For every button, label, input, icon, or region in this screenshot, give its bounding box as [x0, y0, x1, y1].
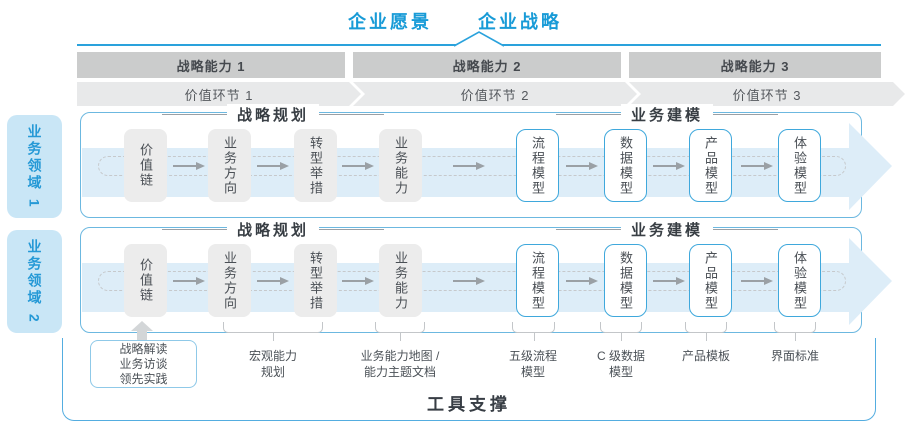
right-arrow-icon: [342, 277, 374, 285]
node-product-model: 产品模型: [689, 129, 732, 202]
intake-line: 业务访谈: [119, 356, 168, 371]
swimlane-domain-2: 价值链 业务方向 转型举措 业务能力 流程模型 数据模型 产品模型 体验模型 战…: [80, 219, 892, 333]
right-arrow-icon: [653, 277, 685, 285]
header-line: [319, 114, 385, 115]
right-arrow-icon: [653, 162, 685, 170]
right-arrow-icon: [173, 162, 205, 170]
dashed-placeholder-track: [98, 156, 846, 176]
bracket-ui-standard: [774, 322, 816, 341]
swimlane-domain-1: 价值链 业务方向 转型举措 业务能力 流程模型 数据模型 产品模型 体验模型 战…: [80, 104, 892, 218]
up-arrow-icon: [131, 321, 153, 331]
bracket-capability-map: [375, 322, 425, 341]
right-arrow-icon: [453, 277, 485, 285]
node-process-model: 流程模型: [516, 129, 559, 202]
value-link-chevron-3: 价值环节 3: [629, 82, 905, 106]
header-line: [161, 229, 227, 230]
intake-line: 领先实践: [119, 371, 168, 386]
node-business-capability: 业务能力: [379, 244, 422, 317]
domain-label-1: 业务领域 1: [7, 115, 62, 218]
header-line: [713, 114, 779, 115]
node-process-model: 流程模型: [516, 244, 559, 317]
dashed-placeholder-track: [98, 271, 846, 291]
right-arrow-icon: [566, 277, 598, 285]
tool-support-label: 工具支撑: [427, 395, 511, 414]
right-arrow-icon: [257, 162, 289, 170]
value-link-chevron-2: 价值环节 2: [353, 82, 637, 106]
caret-up-icon: [453, 31, 505, 47]
header-line: [161, 114, 227, 115]
footnote-capability-map: 业务能力地图 / 能力主题文档: [360, 349, 440, 379]
capability-bar-3: 战略能力 3: [629, 52, 881, 78]
bracket-process-model: [512, 322, 555, 341]
strategy-title: 企业战略: [478, 12, 562, 32]
footnote-macro-capability: 宏观能力 规划: [248, 349, 298, 379]
vision-title: 企业愿景: [348, 12, 432, 32]
footnote-process-model: 五级流程 模型: [508, 349, 558, 379]
capability-bar-1: 战略能力 1: [77, 52, 345, 78]
bracket-product-template: [685, 322, 727, 341]
node-business-direction: 业务方向: [208, 129, 251, 202]
tool-support-container: [62, 338, 876, 421]
bracket-macro-capability: [223, 322, 323, 341]
up-arrow-stem: [137, 330, 147, 341]
capability-bar-2: 战略能力 2: [353, 52, 621, 78]
header-line: [555, 229, 621, 230]
node-experience-model: 体验模型: [778, 244, 821, 317]
bracket-data-model: [600, 322, 642, 341]
node-business-capability: 业务能力: [379, 129, 422, 202]
node-experience-model: 体验模型: [778, 129, 821, 202]
right-arrow-icon: [741, 277, 773, 285]
header-line: [319, 229, 385, 230]
node-product-model: 产品模型: [689, 244, 732, 317]
footnote-data-model: C 级数据 模型: [596, 349, 646, 379]
right-arrow-icon: [342, 162, 374, 170]
strategy-inputs-box: 战略解读 业务访谈 领先实践: [90, 340, 197, 388]
right-arrow-icon: [453, 162, 485, 170]
modeling-section-header: 业务建模: [555, 104, 779, 125]
node-transformation: 转型举措: [294, 244, 337, 317]
planning-section-header: 战略规划: [161, 104, 385, 125]
node-data-model: 数据模型: [604, 129, 647, 202]
intake-line: 战略解读: [119, 341, 168, 356]
footnote-ui-standard: 界面标准: [770, 349, 820, 363]
right-arrow-icon: [257, 277, 289, 285]
header-line: [713, 229, 779, 230]
node-value-chain: 价值链: [124, 244, 167, 317]
right-arrow-icon: [741, 162, 773, 170]
planning-section-header: 战略规划: [161, 219, 385, 240]
node-value-chain: 价值链: [124, 129, 167, 202]
domain-label-2: 业务领域 2: [7, 230, 62, 333]
right-arrow-icon: [173, 277, 205, 285]
value-link-chevron-1: 价值环节 1: [77, 82, 361, 106]
footnote-product-template: 产品模板: [681, 349, 731, 363]
header-line: [555, 114, 621, 115]
node-transformation: 转型举措: [294, 129, 337, 202]
node-business-direction: 业务方向: [208, 244, 251, 317]
right-arrow-icon: [566, 162, 598, 170]
top-title-row: 企业愿景 企业战略: [0, 8, 910, 34]
modeling-section-header: 业务建模: [555, 219, 779, 240]
node-data-model: 数据模型: [604, 244, 647, 317]
